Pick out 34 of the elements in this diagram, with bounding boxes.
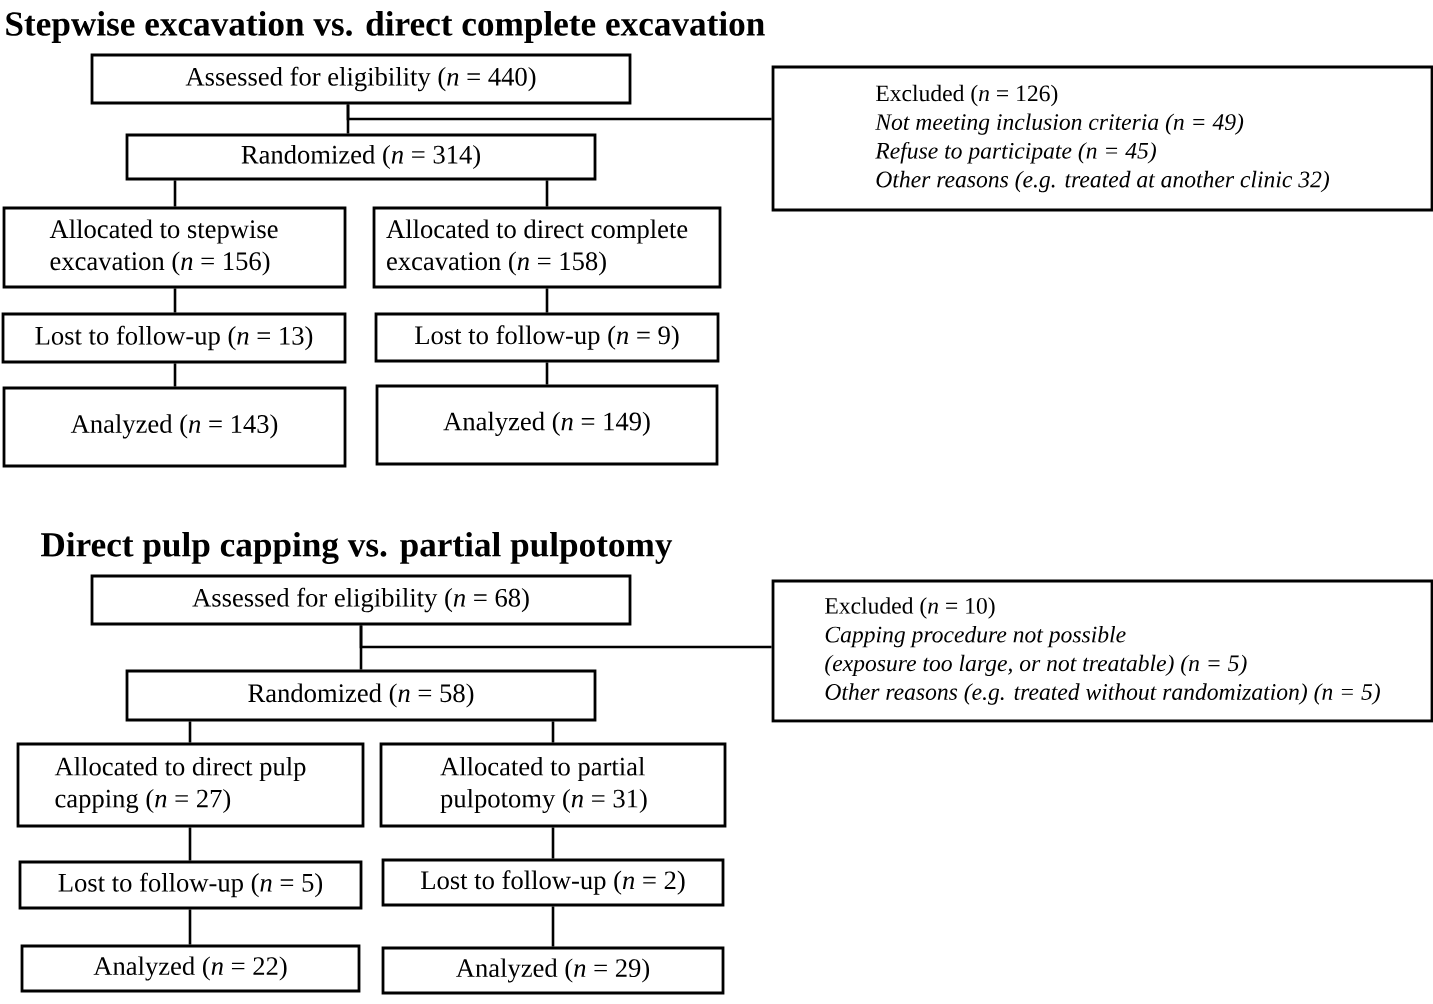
process-box: Assessed for eligibility (n = 440)	[90, 53, 632, 105]
process-box: Randomized (n = 58)	[125, 669, 597, 722]
connector-line	[173, 288, 177, 313]
process-box: Excluded (n = 10) Capping procedure not possible (exposure too large, or not treatable) (n = 5) Other reasons (e.g. treated without randomization) (n = 5)	[771, 579, 1433, 723]
process-box: Allocated to stepwise excavation (n = 156)	[2, 206, 347, 289]
process-box: Lost to follow-up (n = 2)	[381, 858, 725, 907]
connector-line	[188, 909, 192, 945]
process-box: Assessed for eligibility (n = 68)	[90, 574, 632, 626]
process-box: Lost to follow-up (n = 5)	[18, 860, 363, 910]
connector-line	[545, 288, 549, 313]
process-box: Analyzed (n = 149)	[375, 384, 719, 466]
process-box: Allocated to direct pulp capping (n = 27)	[16, 742, 365, 828]
process-box: Analyzed (n = 29)	[381, 946, 725, 995]
connector-line	[173, 180, 177, 207]
connector-line	[173, 363, 177, 387]
connector-line	[545, 180, 549, 207]
process-box: Randomized (n = 314)	[125, 133, 597, 181]
connector-line	[188, 827, 192, 861]
process-box: Analyzed (n = 22)	[20, 944, 361, 993]
connector-line	[359, 625, 772, 649]
connector-line	[551, 827, 555, 859]
process-box: Lost to follow-up (n = 9)	[374, 312, 720, 363]
process-box: Lost to follow-up (n = 13)	[1, 312, 347, 364]
connector-line	[545, 362, 549, 385]
process-box: Allocated to direct complete excavation (n = 158)	[372, 206, 722, 289]
connector-line	[346, 104, 772, 121]
connector-line	[551, 906, 555, 947]
process-box: Analyzed (n = 143)	[2, 386, 347, 468]
connector-line	[551, 721, 555, 743]
heading: Stepwise excavation vs. direct complete excavation	[6, 11, 765, 43]
process-box: Excluded (n = 126) Not meeting inclusion criteria (n = 49) Refuse to participate (n = 45) Other reasons (e.g. treated at another clinic 32)	[771, 65, 1433, 212]
heading: Direct pulp capping vs. partial pulpotomy	[41, 531, 673, 565]
connector-line	[188, 721, 192, 743]
process-box: Allocated to partial pulpotomy (n = 31)	[379, 742, 727, 828]
